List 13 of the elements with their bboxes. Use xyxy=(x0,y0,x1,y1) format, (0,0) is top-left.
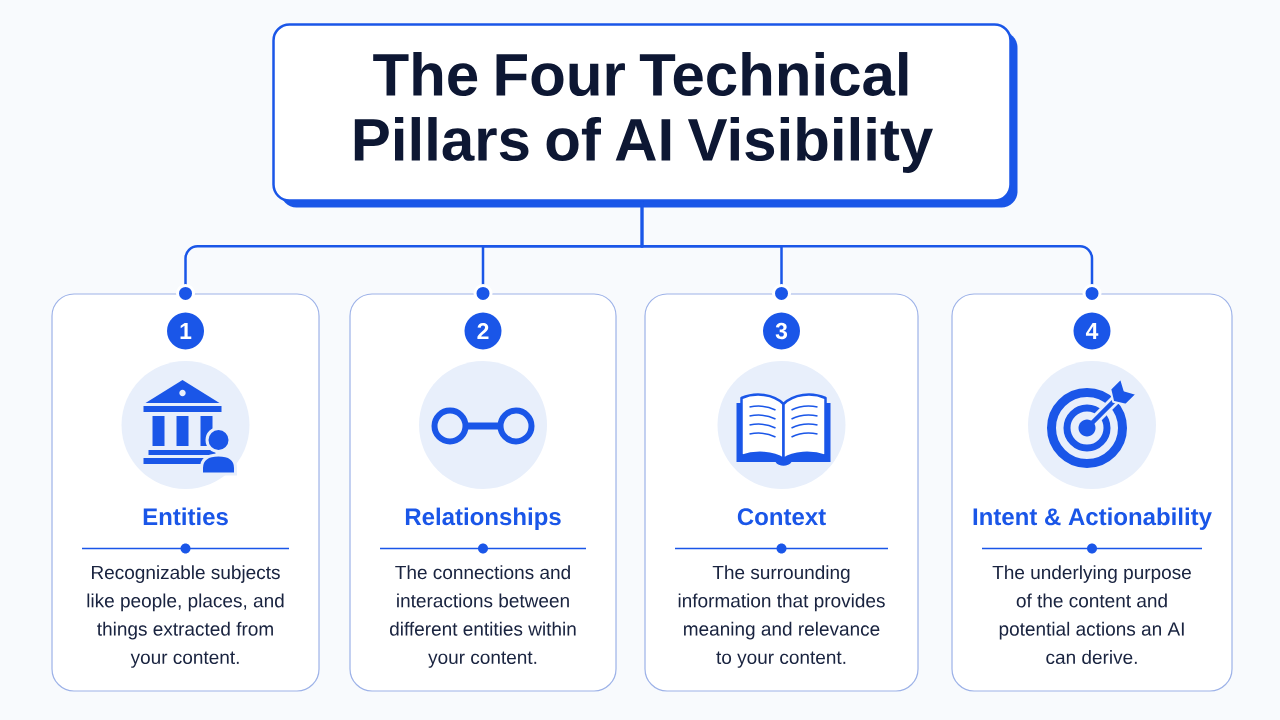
card-heading: Entities xyxy=(143,507,228,526)
title-box: The Four Technical Pillars of AI Visibility xyxy=(272,23,1018,208)
card-description: Recognizable subjects like people, places, and things extracted from your content. xyxy=(87,565,284,668)
card-description: The connections and interactions between different entities within your content. xyxy=(390,565,576,668)
number-badge: 1 xyxy=(167,312,204,350)
card-heading: Relationships xyxy=(405,507,561,530)
card-description: The underlying purpose of the content and potential actions an AI can derive. xyxy=(992,565,1191,665)
number-badge: 3 xyxy=(763,312,800,350)
card-heading: Intent & Actionability xyxy=(973,507,1212,530)
card-description: The surrounding information that provides meaning and relevance to your content. xyxy=(678,565,885,668)
number-badge: 4 xyxy=(1073,312,1111,350)
card-heading: Context xyxy=(737,508,826,526)
number-badge: 2 xyxy=(464,312,502,350)
